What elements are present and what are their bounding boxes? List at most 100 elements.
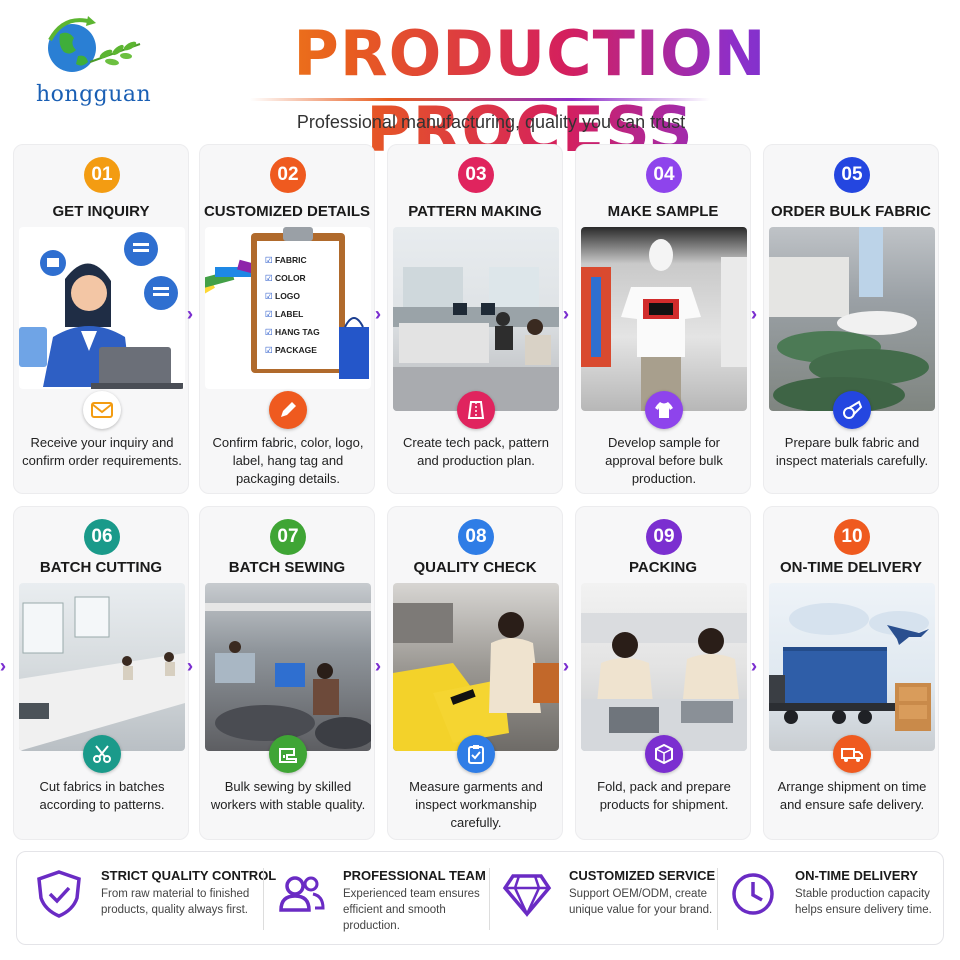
step-description: Create tech pack, pattern and production… — [403, 435, 549, 468]
step-card-05: 05 ORDER BULK FABRIC Prepare bulk fabric… — [763, 144, 939, 494]
checklist-item: ☑ HANG TAG — [265, 327, 320, 337]
step-number: 01 — [84, 157, 120, 193]
step-card-10: 10 ON-TIME DELIVERY Arrange shipment on … — [763, 506, 939, 840]
brand-name: hongguan — [36, 82, 152, 107]
step-number: 07 — [270, 519, 306, 555]
page-subtitle: Professional manufacturing, quality you … — [296, 112, 686, 132]
feature-customized-service: CUSTOMIZED SERVICE Support OEM/ODM, crea… — [491, 862, 715, 936]
delivery-truck-icon — [841, 748, 863, 762]
step-number: 06 — [84, 519, 120, 555]
step-description: Fold, pack and prepare products for ship… — [597, 779, 731, 812]
step-card-08: 08 QUALITY CHECK Measure garments and in… — [387, 506, 563, 840]
step-icon-circle — [269, 735, 307, 773]
step-title: ORDER BULK FABRIC — [771, 203, 931, 220]
inspection-photo — [393, 583, 559, 751]
step-title: GET INQUIRY — [52, 203, 150, 220]
step-card-02: 02 CUSTOMIZED DETAILS ☑ FABRIC ☑ COLOR ☑… — [199, 144, 375, 494]
feature-quality-control: STRICT QUALITY CONTROL From raw material… — [23, 862, 276, 936]
step-description: Measure garments and inspect workmanship… — [409, 779, 543, 830]
step-title: BATCH CUTTING — [39, 559, 163, 576]
step-title: CUSTOMIZED DETAILS — [203, 203, 371, 220]
step-card-06: 06 BATCH CUTTING Cut fabrics in batches … — [13, 506, 189, 840]
feature-title: CUSTOMIZED SERVICE — [569, 868, 716, 883]
sewing-floor-photo — [205, 583, 371, 751]
step-number: 04 — [646, 157, 682, 193]
step-number: 09 — [646, 519, 682, 555]
step-icon-circle — [457, 391, 495, 429]
feature-bar: STRICT QUALITY CONTROL From raw material… — [16, 851, 944, 945]
sewing-machine-icon — [279, 748, 297, 763]
checklist-item: ☑ FABRIC — [265, 255, 307, 265]
step-icon-circle — [833, 391, 871, 429]
checklist-item: ☑ LOGO — [265, 291, 301, 301]
tshirt-icon — [655, 402, 673, 418]
step-icon-circle — [457, 735, 495, 773]
step-title: BATCH SEWING — [228, 559, 346, 576]
packing-photo — [581, 583, 747, 751]
scissors-icon — [93, 745, 111, 763]
pattern-room-photo — [393, 227, 559, 411]
pencil-icon — [281, 402, 296, 417]
checklist: ☑ FABRIC ☑ COLOR ☑ LOGO ☑ LABEL ☑ HANG T… — [265, 255, 337, 363]
feature-divider — [263, 868, 264, 930]
step-icon-circle — [83, 735, 121, 773]
step-number: 10 — [834, 519, 870, 555]
step-card-07: 07 BATCH SEWING Bulk sewing by skilled w… — [199, 506, 375, 840]
title-underline — [250, 98, 710, 101]
feature-description: From raw material to finished products, … — [101, 888, 250, 916]
feature-description: Support OEM/ODM, create unique value for… — [569, 888, 713, 916]
step-icon-circle — [645, 735, 683, 773]
step-description: Arrange shipment on time and ensure safe… — [777, 779, 927, 812]
step-title: ON-TIME DELIVERY — [780, 559, 922, 576]
step-description: Cut fabrics in batches according to patt… — [39, 779, 165, 812]
step-description: Receive your inquiry and confirm order r… — [22, 435, 182, 468]
checklist-item: ☑ COLOR — [265, 273, 306, 283]
feature-title: STRICT QUALITY CONTROL — [101, 868, 277, 883]
garment-pattern-icon — [467, 401, 485, 419]
globe-leaf-logo-icon — [48, 16, 141, 72]
step-title: QUALITY CHECK — [413, 559, 537, 576]
step-number: 03 — [458, 157, 494, 193]
fabric-warehouse-photo — [769, 227, 935, 411]
diamond-icon — [502, 874, 552, 917]
checklist-item: ☑ PACKAGE — [265, 345, 317, 355]
fabric-roll-icon — [843, 400, 863, 419]
feature-title: ON-TIME DELIVERY — [795, 868, 919, 883]
feature-description: Experienced team ensures efficient and s… — [343, 888, 480, 932]
feature-divider — [489, 868, 490, 930]
step-icon-circle — [269, 391, 307, 429]
step-number: 08 — [458, 519, 494, 555]
step-icon-circle — [645, 391, 683, 429]
step-icon-circle — [83, 391, 121, 429]
feature-title: PROFESSIONAL TEAM — [343, 868, 486, 883]
team-icon — [279, 876, 325, 912]
checklist-illustration: ☑ FABRIC ☑ COLOR ☑ LOGO ☑ LABEL ☑ HANG T… — [205, 227, 371, 389]
feature-divider — [717, 868, 718, 930]
brand-logo — [30, 10, 150, 110]
step-number: 02 — [270, 157, 306, 193]
clock-icon — [732, 873, 774, 915]
step-description: Develop sample for approval before bulk … — [605, 435, 723, 486]
container-truck-photo — [769, 583, 935, 751]
sample-room-photo — [581, 227, 747, 411]
step-card-04: 04 MAKE SAMPLE Develop sample for approv… — [575, 144, 751, 494]
checklist-item: ☑ LABEL — [265, 309, 304, 319]
step-description: Bulk sewing by skilled workers with stab… — [210, 779, 366, 812]
feature-professional-team: PROFESSIONAL TEAM Experienced team ensur… — [265, 862, 486, 936]
feature-description: Stable production capacity helps ensure … — [795, 888, 932, 916]
step-card-01: 01 GET INQUIRY Receive your inquiry and … — [13, 144, 189, 494]
step-title: MAKE SAMPLE — [607, 203, 719, 220]
step-number: 05 — [834, 157, 870, 193]
step-card-03: 03 PATTERN MAKING Create tech pack, patt… — [387, 144, 563, 494]
step-title: PATTERN MAKING — [408, 203, 542, 220]
feature-on-time-delivery: ON-TIME DELIVERY Stable production capac… — [717, 862, 937, 936]
shield-check-icon — [37, 870, 81, 918]
cutting-table-photo — [19, 583, 185, 751]
step-card-09: 09 PACKING Fold, pack and prepare produc… — [575, 506, 751, 840]
step-description: Prepare bulk fabric and inspect material… — [775, 435, 929, 468]
step-title: PACKING — [628, 559, 698, 576]
clipboard-check-icon — [468, 745, 484, 764]
step-icon-circle — [833, 735, 871, 773]
envelope-icon — [91, 402, 113, 418]
box-icon — [655, 743, 673, 765]
